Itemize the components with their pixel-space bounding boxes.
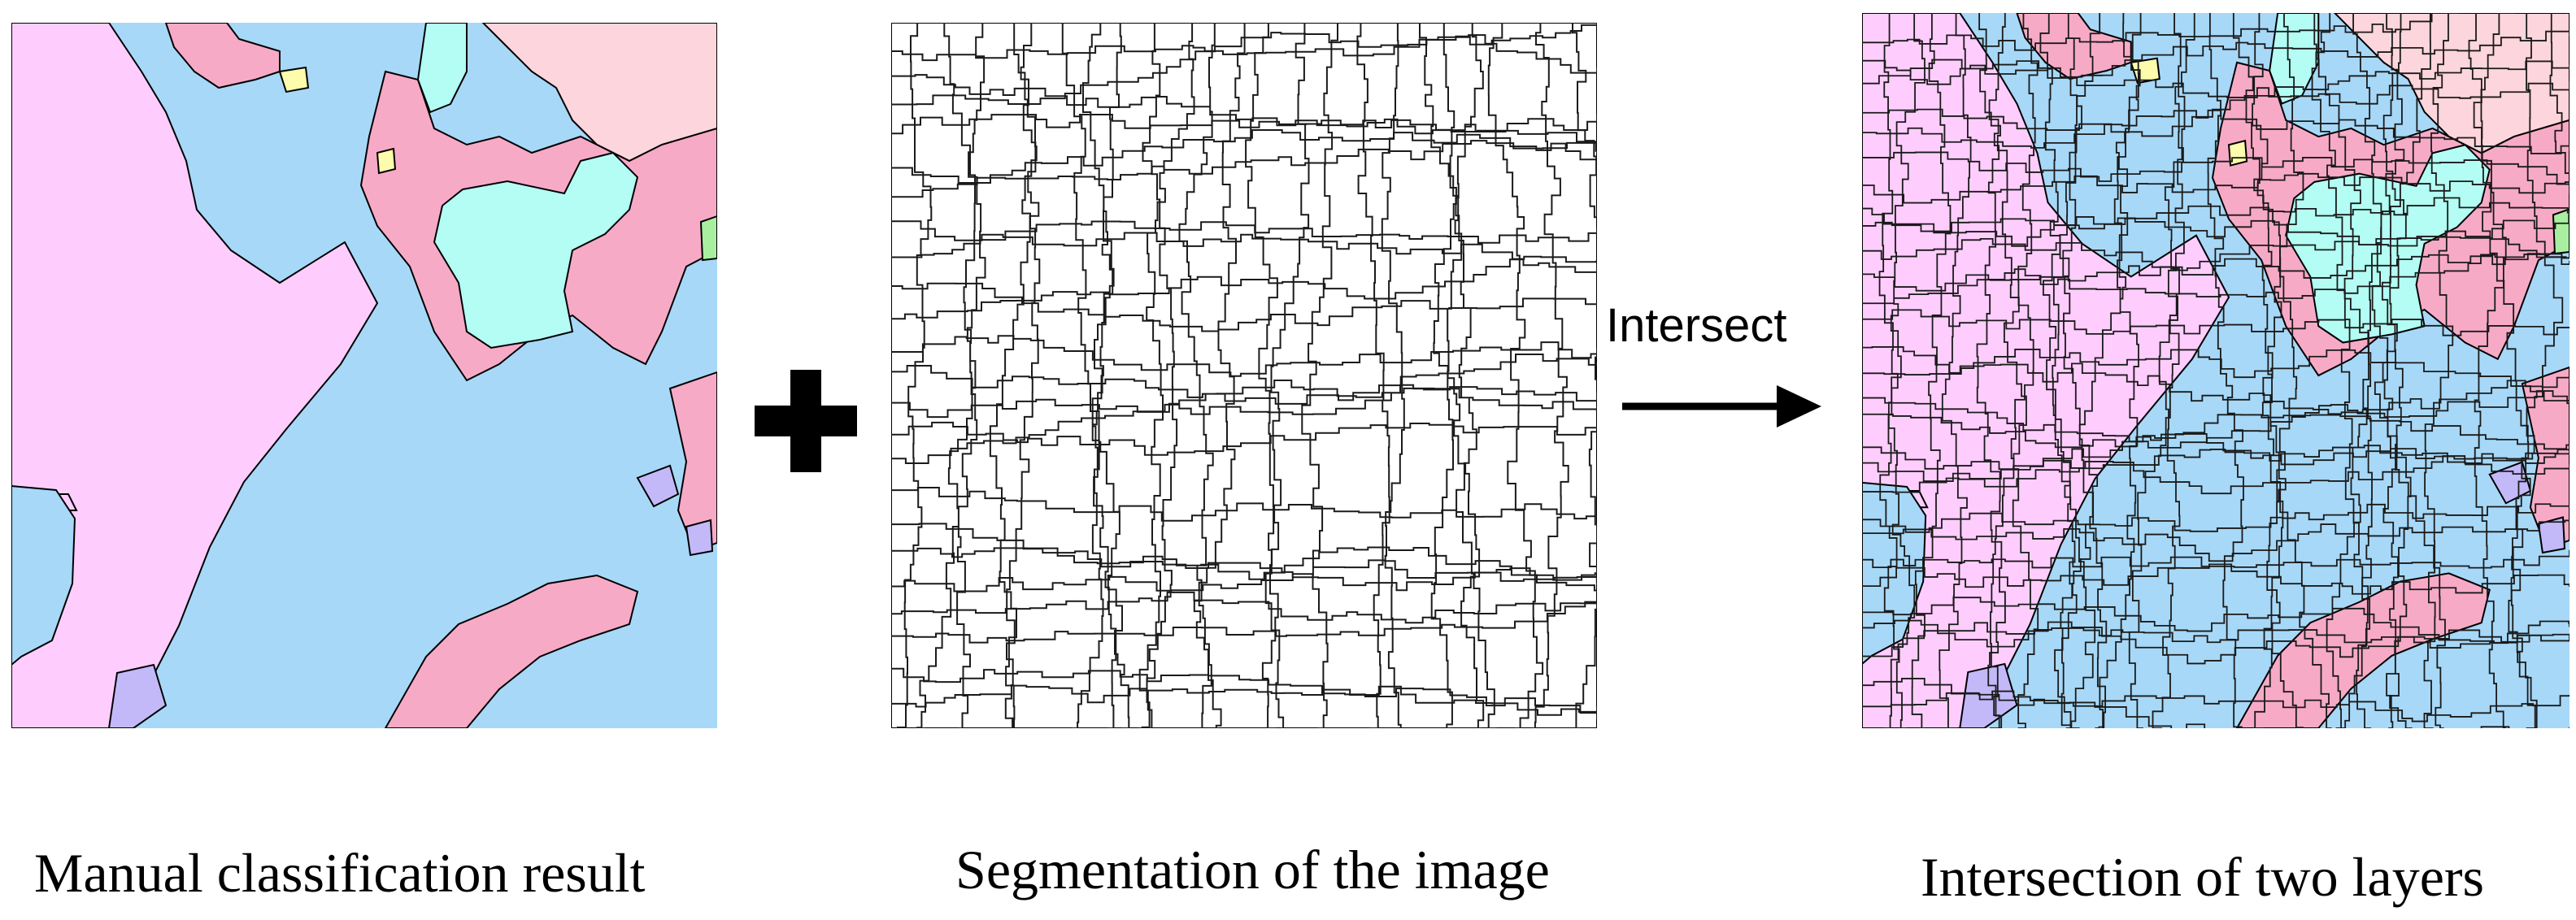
water-patch <box>11 484 76 666</box>
yellow-class-region <box>278 66 310 93</box>
rose-class-region-3 <box>2235 572 2491 728</box>
intersection-map <box>1862 13 2569 728</box>
manual-classification-map <box>11 23 717 728</box>
lavender-class-region-3 <box>685 519 714 557</box>
segmentation-lines-svg <box>891 23 1597 728</box>
lavender-class-region-2 <box>636 464 680 508</box>
intersected-boundaries <box>1862 13 2569 728</box>
green-class-region <box>2552 208 2569 255</box>
rose-class-region <box>164 23 281 89</box>
segment-boundaries <box>891 23 1597 728</box>
intersect-label: Intersect <box>1606 299 1787 352</box>
manual-classification-caption: Manual classification result <box>34 842 646 904</box>
rose-class-region-3 <box>384 574 639 728</box>
yellow-class-region-2 <box>376 147 397 175</box>
yellow-class-region-2 <box>2227 139 2248 167</box>
lavender-class-region <box>107 663 168 728</box>
green-class-region <box>699 215 717 262</box>
cyan-class-region-2 <box>416 23 468 114</box>
cyan-class-region <box>433 151 639 349</box>
intersection-map-svg <box>1862 13 2569 728</box>
intersection-caption: Intersection of two layers <box>1921 846 2484 908</box>
lavender-class-region-3 <box>2537 516 2566 554</box>
right-arrow-icon <box>1622 385 1821 427</box>
cyan-class-region <box>2285 144 2491 344</box>
segmentation-map <box>891 23 1597 728</box>
plus-icon <box>755 370 857 472</box>
classification-map-svg <box>11 23 717 728</box>
segmentation-caption: Segmentation of the image <box>955 839 1550 900</box>
